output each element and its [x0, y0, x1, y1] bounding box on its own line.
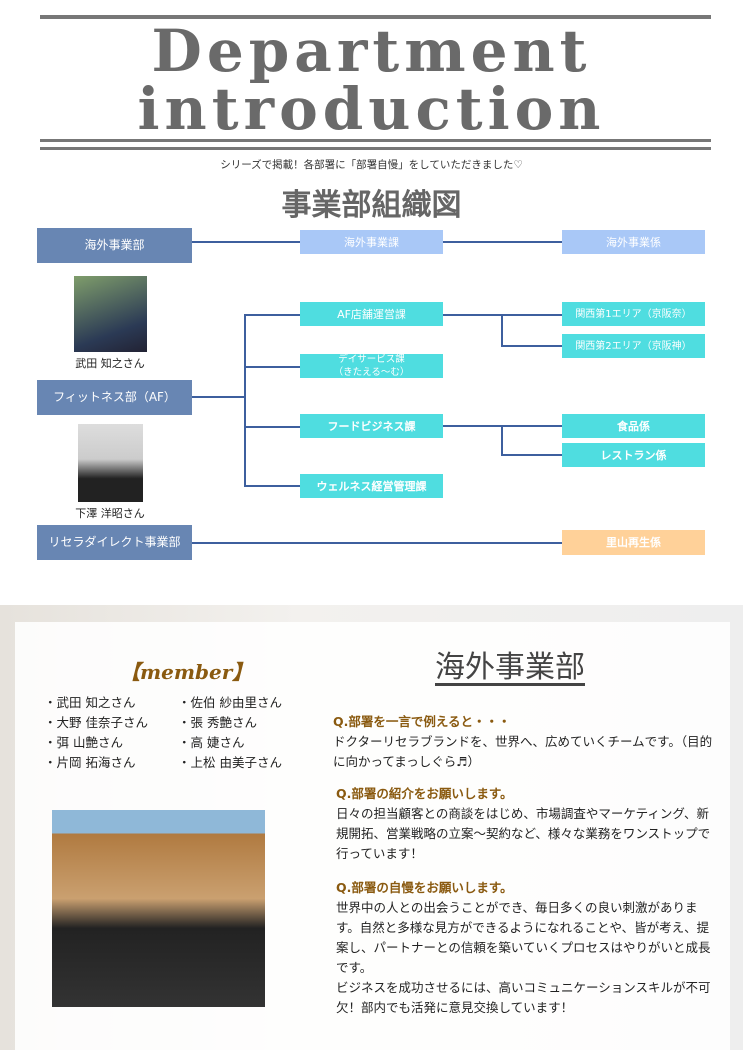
photo-takeda — [74, 276, 147, 352]
section-day-service: デイサービス課 （きたえる〜む） — [300, 354, 443, 378]
connector — [244, 314, 300, 316]
question: Q.部署の自慢をお願いします。 — [336, 880, 513, 895]
connector — [192, 396, 245, 398]
section-wellness: ウェルネス経営管理課 — [300, 474, 443, 498]
unit-food: 食品係 — [562, 414, 705, 438]
photo-shimozawa — [78, 424, 143, 502]
answer: 世界中の人との出会うことができ、毎日多くの良い刺激があります。自然と多様な見方が… — [336, 900, 711, 1015]
title-line2: introduction — [137, 75, 606, 143]
dept-recella-direct: リセラダイレクト事業部 — [37, 525, 192, 560]
member-name: ・片岡 拓海さん — [44, 755, 136, 770]
unit-kansai-2: 関西第2エリア（京阪神） — [562, 334, 705, 358]
subtitle: シリーズで掲載！各部署に「部署自慢」をしていただきました♡ — [220, 159, 523, 171]
connector — [244, 426, 300, 428]
unit-restaurant: レストラン係 — [562, 443, 705, 467]
team-photo — [52, 810, 265, 1007]
unit-satoyama: 里山再生係 — [562, 530, 705, 555]
connector — [244, 314, 246, 487]
caption-shimozawa: 下澤 洋昭さん — [75, 507, 145, 520]
connector — [501, 454, 562, 456]
dept-overseas: 海外事業部 — [37, 228, 192, 263]
caption-takeda: 武田 知之さん — [75, 357, 145, 370]
section-overseas: 海外事業課 — [300, 230, 443, 254]
question: Q.部署の紹介をお願いします。 — [336, 786, 513, 801]
question: Q.部署を一言で例えると・・・ — [333, 714, 511, 729]
unit-overseas: 海外事業係 — [562, 230, 705, 254]
section-food-business: フードビジネス課 — [300, 414, 443, 438]
section-af-store: AF店舗運営課 — [300, 302, 443, 326]
connector — [501, 314, 503, 346]
answer: ドクターリセラブランドを、世界へ、広めていくチームです。（目的に向かってまっしぐ… — [333, 734, 713, 769]
connector — [244, 366, 300, 368]
rule — [40, 147, 711, 150]
connector — [501, 425, 503, 455]
member-name: ・武田 知之さん — [44, 695, 136, 710]
feature-heading: 海外事業部 — [435, 650, 585, 685]
connector — [244, 485, 300, 487]
title-line1: Department — [151, 17, 592, 85]
member-name: ・張 秀艶さん — [178, 715, 257, 730]
member-title: 【member】 — [120, 660, 253, 684]
dept-fitness: フィットネス部（AF） — [37, 380, 192, 415]
member-name: ・上松 由美子さん — [178, 755, 282, 770]
member-name: ・高 婕さん — [178, 735, 245, 750]
qa-1: Q.部署を一言で例えると・・・ドクターリセラブランドを、世界へ、広めていくチーム… — [333, 712, 713, 772]
member-name: ・大野 佳奈子さん — [44, 715, 148, 730]
connector — [501, 345, 562, 347]
member-name: ・弭 山艶さん — [44, 735, 123, 750]
member-name: ・佐伯 紗由里さん — [178, 695, 282, 710]
connector — [192, 542, 562, 544]
unit-kansai-1: 関西第1エリア（京阪奈） — [562, 302, 705, 326]
qa-2: Q.部署の紹介をお願いします。日々の担当顧客との商談をはじめ、市場調査やマーケテ… — [336, 784, 716, 864]
org-chart-title: 事業部組織図 — [281, 188, 462, 223]
answer: 日々の担当顧客との商談をはじめ、市場調査やマーケティング、新規開拓、営業戦略の立… — [336, 806, 711, 861]
rule — [40, 139, 711, 142]
qa-3: Q.部署の自慢をお願いします。世界中の人との出会うことができ、毎日多くの良い刺激… — [336, 878, 716, 1018]
top-rule — [40, 15, 711, 19]
